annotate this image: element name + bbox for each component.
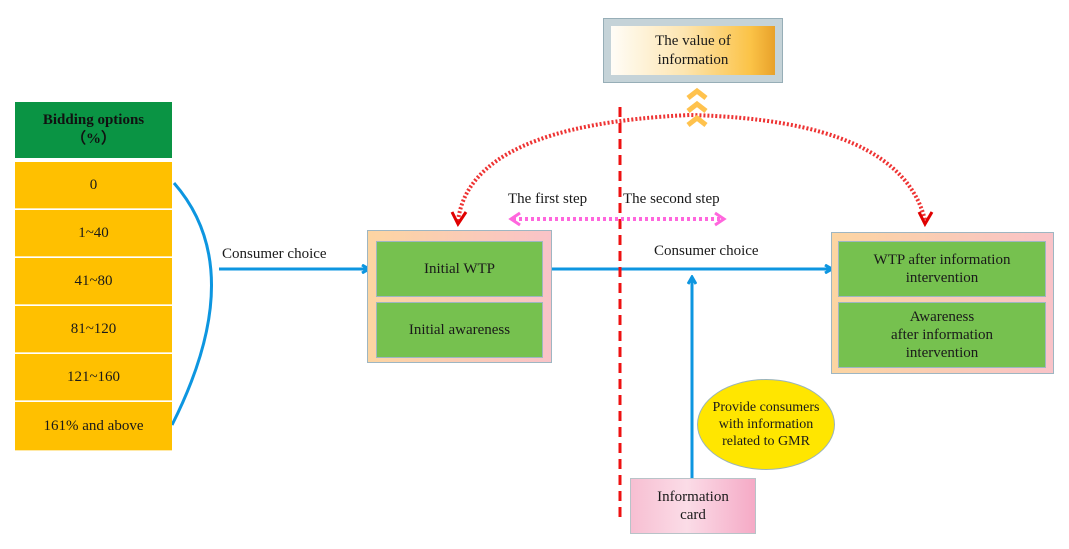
value-line2: information xyxy=(657,51,729,68)
options-bracket-arc xyxy=(170,182,213,426)
initial-awareness-box: Initial awareness xyxy=(376,302,543,358)
arc-arrowhead-right-icon xyxy=(917,211,934,228)
bidding-option: 41~80 xyxy=(15,258,172,305)
bidding-option: 0 xyxy=(15,162,172,209)
comparison-arc xyxy=(456,112,927,222)
awareness-after-line2: after information xyxy=(890,327,994,343)
wtp-after-box: WTP after information intervention xyxy=(838,241,1046,297)
step-arrowhead-left-icon xyxy=(508,211,521,227)
initial-wtp-box: Initial WTP xyxy=(376,241,543,297)
arc-arrowhead-left-icon xyxy=(450,211,468,227)
bidding-option: 81~120 xyxy=(15,306,172,353)
consumer-choice-label-left: Consumer choice xyxy=(222,246,327,262)
awareness-after-line3: intervention xyxy=(905,345,979,361)
chevron-up-icon xyxy=(686,87,708,127)
provide-line1: Provide consumers xyxy=(712,400,820,415)
consumer-choice-label-right: Consumer choice xyxy=(654,243,759,259)
awareness-after-line1: Awareness xyxy=(909,309,975,325)
provide-line3: related to GMR xyxy=(722,434,810,449)
bidding-option: 121~160 xyxy=(15,354,172,401)
info-card-line2: card xyxy=(680,507,706,523)
bidding-option: 161% and above xyxy=(15,402,172,451)
step-arrowhead-right-icon xyxy=(714,211,727,227)
second-step-label: The second step xyxy=(623,191,720,207)
value-of-information-box: The value of information xyxy=(603,18,783,83)
first-step-label: The first step xyxy=(508,191,588,207)
information-card-box: Information card xyxy=(630,478,756,534)
provide-line2: with information xyxy=(718,417,814,432)
wtp-after-line2: intervention xyxy=(905,270,979,286)
bidding-options-header: Bidding options （%） xyxy=(15,102,172,158)
wtp-after-line1: WTP after information xyxy=(873,252,1011,268)
bidding-option: 1~40 xyxy=(15,210,172,257)
value-line1: The value of xyxy=(655,32,731,49)
value-of-information-face: The value of information xyxy=(611,26,775,75)
bidding-header-title: Bidding options xyxy=(42,112,145,128)
provide-information-ellipse: Provide consumers with information relat… xyxy=(697,379,835,470)
bidding-header-unit: （%） xyxy=(70,131,116,147)
awareness-after-box: Awareness after information intervention xyxy=(838,302,1046,368)
info-card-line1: Information xyxy=(657,489,729,505)
